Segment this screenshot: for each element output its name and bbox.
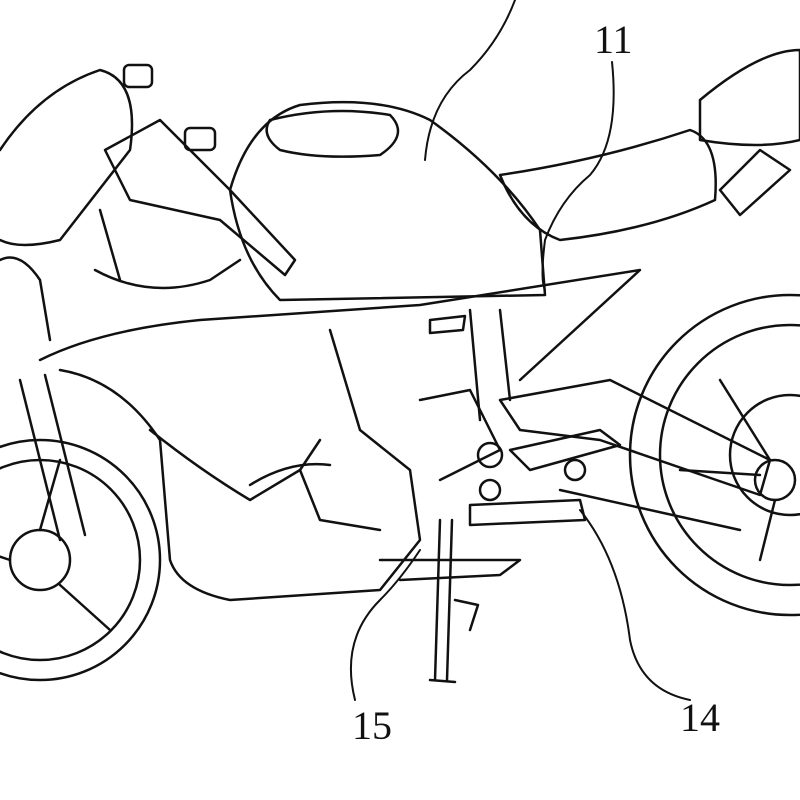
- front-fork: [0, 68, 134, 542]
- leader-14: [579, 509, 691, 701]
- fairing: [38, 268, 642, 602]
- handlebar-assembly: [93, 63, 297, 290]
- leader-11: [541, 61, 615, 291]
- side-stand: [378, 518, 522, 684]
- footpeg-assembly: [428, 314, 622, 527]
- reference-label-11: 11: [594, 17, 633, 62]
- leader-unlabeled: [424, 0, 516, 161]
- front-wheel: [0, 438, 162, 682]
- reference-label-14: 14: [680, 695, 720, 740]
- rear-wheel: [628, 293, 800, 617]
- leader-15: [349, 549, 421, 701]
- swingarm: [498, 378, 772, 532]
- fuel-tank: [228, 100, 547, 302]
- leader-lines: [349, 0, 691, 701]
- reference-label-15: 15: [352, 703, 392, 748]
- seat: [498, 48, 800, 242]
